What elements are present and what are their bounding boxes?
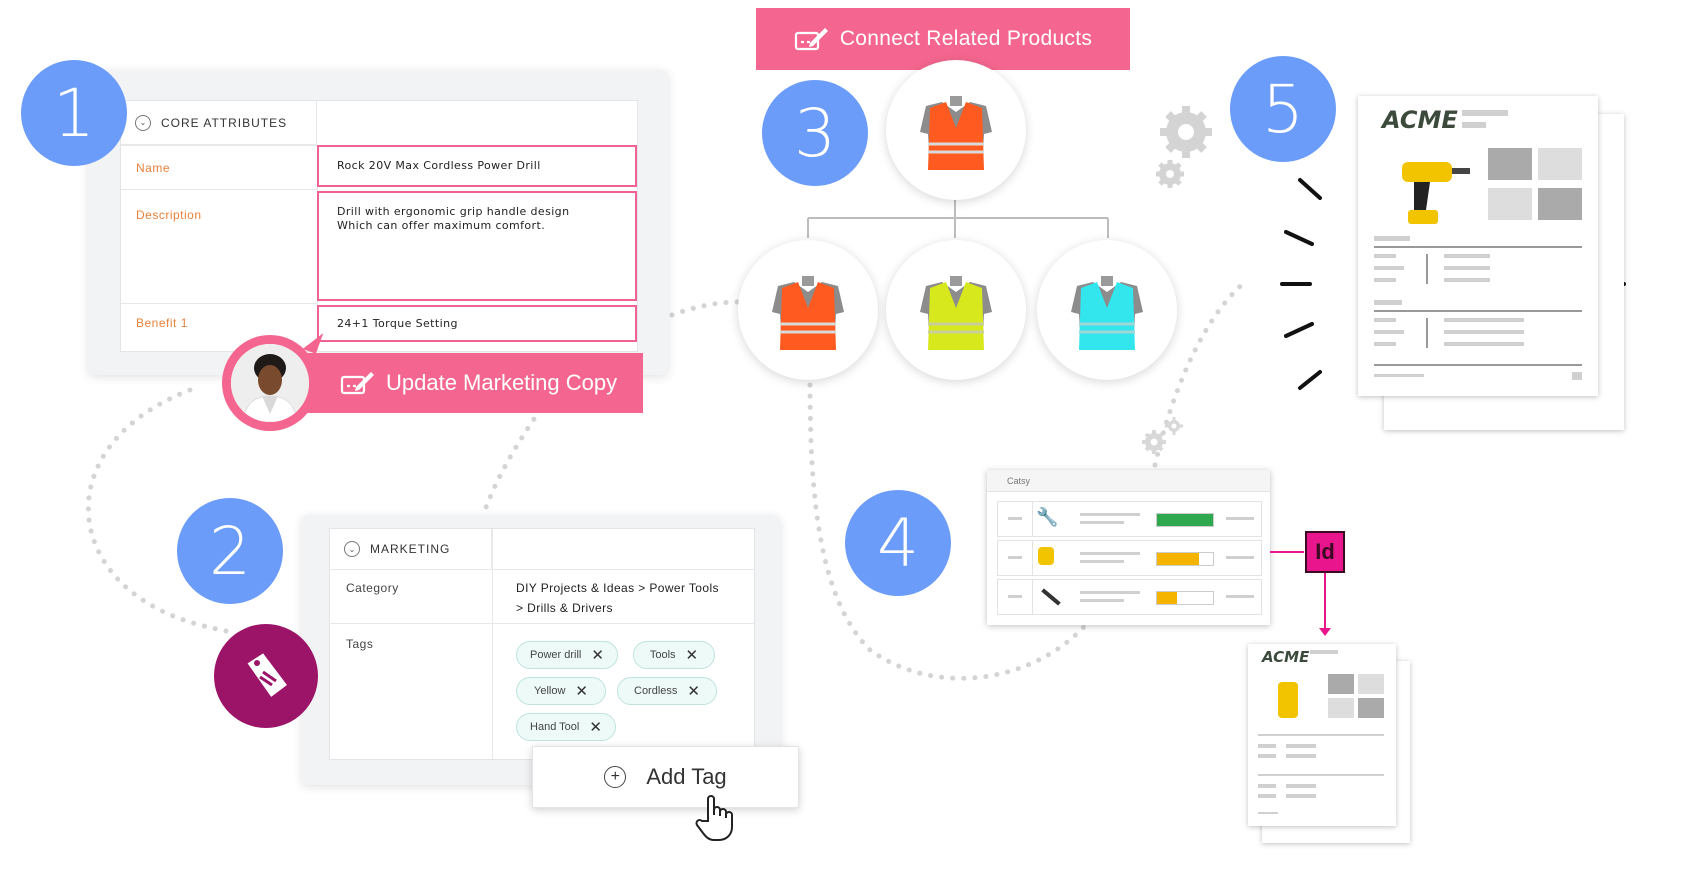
acme-document: ACME — [1358, 96, 1598, 396]
acme-logo: ACME — [1262, 648, 1310, 666]
catsy-row[interactable] — [997, 540, 1262, 576]
tag-badge — [214, 624, 318, 728]
tag-chip[interactable]: Tools ✕ — [633, 641, 715, 669]
gear-icon — [1142, 417, 1183, 454]
tag-label: Power drill — [530, 649, 582, 661]
tag-label: Tools — [649, 649, 676, 661]
step-badge-2: 2 — [177, 498, 283, 604]
avatar — [231, 344, 309, 422]
update-marketing-copy-label: Update Marketing Copy — [386, 370, 618, 395]
add-tag-button[interactable]: + Add Tag — [532, 746, 799, 808]
gear-icon — [1156, 106, 1212, 188]
indesign-icon: Id — [1305, 531, 1345, 573]
close-icon[interactable]: ✕ — [575, 683, 588, 700]
catsy-row[interactable] — [997, 579, 1262, 615]
add-tag-label: Add Tag — [646, 764, 727, 789]
close-icon[interactable]: ✕ — [589, 719, 602, 736]
tag-chip[interactable]: Power drill ✕ — [516, 641, 618, 669]
indesign-connector — [1270, 551, 1304, 553]
tag-label: Yellow — [534, 685, 566, 697]
step-badge-5: 5 — [1230, 56, 1336, 162]
tag-label: Cordless — [634, 685, 678, 697]
close-icon[interactable]: ✕ — [685, 647, 699, 664]
category-label: Category — [346, 581, 399, 595]
core-attributes-panel: ⌄ CORE ATTRIBUTES Name Description Benef… — [120, 100, 638, 352]
benefit-field[interactable]: 24+1 Torque Setting — [317, 305, 637, 342]
progress-bar — [1156, 513, 1214, 527]
progress-fill — [1157, 514, 1213, 526]
field-label-description: Description — [136, 208, 202, 222]
catsy-titlebar: Catsy — [987, 470, 1270, 492]
tag-chip[interactable]: Hand Tool ✕ — [516, 713, 616, 741]
update-marketing-copy-banner[interactable]: Update Marketing Copy — [300, 353, 643, 413]
progress-fill — [1157, 592, 1177, 604]
field-label-benefit: Benefit 1 — [136, 316, 188, 330]
indesign-label: Id — [1315, 539, 1335, 564]
marketing-card: ⌄ MARKETING Category DIY Projects & Idea… — [302, 515, 780, 785]
core-attributes-header[interactable]: ⌄ CORE ATTRIBUTES — [121, 101, 317, 145]
tag-label: Hand Tool — [530, 721, 580, 733]
catsy-row[interactable]: 🔧 — [997, 501, 1262, 537]
section-title: CORE ATTRIBUTES — [161, 115, 288, 130]
drill-icon — [1402, 162, 1470, 224]
catsy-window: Catsy 🔧 — [987, 470, 1270, 625]
chevron-down-icon[interactable]: ⌄ — [344, 541, 360, 557]
step-badge-1: 1 — [21, 60, 127, 166]
tag-icon — [247, 653, 287, 697]
close-icon[interactable]: ✕ — [687, 683, 700, 700]
progress-bar — [1156, 552, 1214, 566]
close-icon[interactable]: ✕ — [591, 647, 604, 664]
chevron-down-icon[interactable]: ⌄ — [135, 114, 151, 131]
progress-bar — [1156, 591, 1214, 605]
edit-pencil-icon — [794, 28, 828, 51]
category-value: DIY Projects & Ideas > Power Tools — [516, 581, 719, 595]
edit-pencil-icon — [340, 372, 374, 395]
core-attributes-card: ⌄ CORE ATTRIBUTES Name Description Benef… — [88, 70, 668, 375]
marketing-panel: ⌄ MARKETING Category DIY Projects & Idea… — [329, 528, 755, 760]
tag-chip[interactable]: Cordless ✕ — [617, 677, 717, 705]
drill-icon — [1278, 682, 1298, 718]
tag-chip[interactable]: Yellow ✕ — [516, 677, 606, 705]
indesign-arrow — [1324, 573, 1326, 633]
tags-label: Tags — [346, 637, 374, 651]
catsy-title: Catsy — [1007, 475, 1031, 486]
name-field[interactable]: Rock 20V Max Cordless Power Drill — [317, 145, 637, 187]
step-badge-3: 3 — [762, 80, 868, 186]
field-label-name: Name — [136, 161, 171, 175]
drill-icon: 🔧 — [1036, 507, 1059, 527]
section-title: MARKETING — [370, 542, 451, 556]
marketing-header[interactable]: ⌄ MARKETING — [330, 529, 492, 569]
connect-related-products-label: Connect Related Products — [839, 27, 1093, 50]
description-line: Drill with ergonomic grip handle design — [337, 205, 570, 218]
connect-related-products-banner[interactable]: Connect Related Products — [756, 8, 1130, 70]
description-line: Which can offer maximum comfort. — [337, 219, 546, 232]
step-badge-4: 4 — [845, 490, 951, 596]
person-image — [231, 344, 309, 422]
jigsaw-icon — [1038, 547, 1054, 565]
wrench-icon — [1041, 588, 1061, 606]
plus-circle-icon: + — [604, 766, 627, 788]
description-field[interactable]: Drill with ergonomic grip handle design … — [317, 191, 637, 301]
category-value: > Drills & Drivers — [516, 601, 613, 615]
output-document: ACME — [1248, 644, 1396, 826]
arrow-head-icon — [1319, 628, 1331, 636]
progress-fill — [1157, 553, 1199, 565]
hand-cursor-icon — [695, 795, 733, 841]
acme-logo: ACME — [1382, 106, 1458, 134]
